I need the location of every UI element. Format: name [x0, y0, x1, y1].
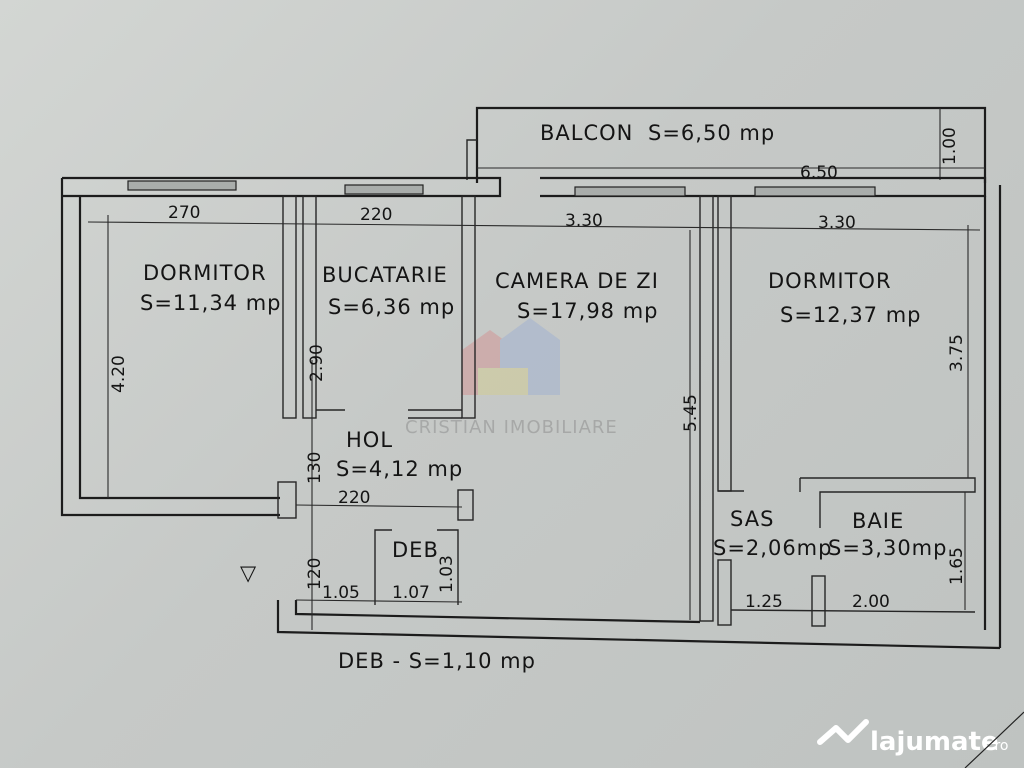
bedroom-left-name: DORMITOR	[143, 261, 267, 285]
window-bedroom-left	[127, 180, 237, 191]
bathroom-area: S=3,30mp	[828, 536, 947, 560]
brand-tld: .ro	[990, 738, 1008, 754]
balcony-depth: 1.00	[940, 127, 960, 165]
dim-storage-w: 1.07	[392, 583, 430, 603]
dim-kitchen-w: 220	[360, 205, 392, 225]
watermark-logo	[462, 318, 560, 395]
dim-hall-bottom: 1.05	[322, 583, 360, 603]
window-bedroom-right	[754, 186, 876, 197]
hall-area: S=4,12 mp	[336, 457, 463, 481]
dim-bathroom-h: 1.65	[947, 547, 967, 585]
dim-hall-h2: 120	[305, 558, 325, 590]
kitchen-area: S=6,36 mp	[328, 295, 455, 319]
living-name: CAMERA DE ZI	[495, 269, 659, 293]
kitchen-name: BUCATARIE	[322, 263, 448, 287]
corner-stamp-edge	[964, 711, 1024, 768]
entrance-marker: ▽	[240, 561, 257, 585]
living-area: S=17,98 mp	[517, 299, 659, 323]
brand-logo: lajumate .ro	[817, 719, 1008, 757]
bathroom-name: BAIE	[852, 509, 904, 533]
balcony-area: S=6,50 mp	[648, 121, 775, 145]
dim-vestibule-w: 1.25	[745, 592, 783, 612]
bedroom-right-area: S=12,37 mp	[780, 303, 922, 327]
balcony-width: 6.50	[800, 163, 838, 183]
vestibule-area: S=2,06mp	[713, 536, 832, 560]
dim-hall-h1: 130	[305, 452, 325, 484]
dim-living-h: 5.45	[681, 394, 701, 432]
dim-bathroom-w: 2.00	[852, 592, 890, 612]
window-living	[574, 186, 686, 197]
balcony-outline	[466, 106, 987, 183]
windows	[127, 180, 876, 197]
brand-name: lajumate	[870, 727, 999, 757]
dimension-lines	[87, 215, 981, 630]
balcony-name: BALCON	[540, 121, 633, 145]
window-kitchen	[344, 184, 424, 195]
storage-name: DEB	[392, 538, 439, 562]
dim-bedroom-right-w: 3.30	[818, 213, 856, 233]
dim-kitchen-h: 2.90	[307, 344, 327, 382]
outer-walls	[60, 176, 1002, 650]
interior-walls	[277, 195, 976, 627]
dim-living-w: 3.30	[565, 211, 603, 231]
watermark-text: CRISTIAN IMOBILIARE	[405, 417, 618, 438]
dim-bedroom-left-w: 270	[168, 203, 200, 223]
bedroom-right-name: DORMITOR	[768, 269, 892, 293]
dim-hall-w: 220	[338, 488, 370, 508]
dim-bedroom-left-h: 4.20	[109, 355, 129, 393]
hall-name: HOL	[346, 428, 393, 452]
heart-check-icon	[817, 719, 869, 745]
dim-storage-h: 1.03	[437, 555, 457, 593]
vestibule-name: SAS	[730, 507, 774, 531]
dim-bedroom-right-h: 3.75	[947, 334, 967, 372]
bedroom-left-area: S=11,34 mp	[140, 291, 282, 315]
storage-note: DEB - S=1,10 mp	[338, 649, 536, 673]
